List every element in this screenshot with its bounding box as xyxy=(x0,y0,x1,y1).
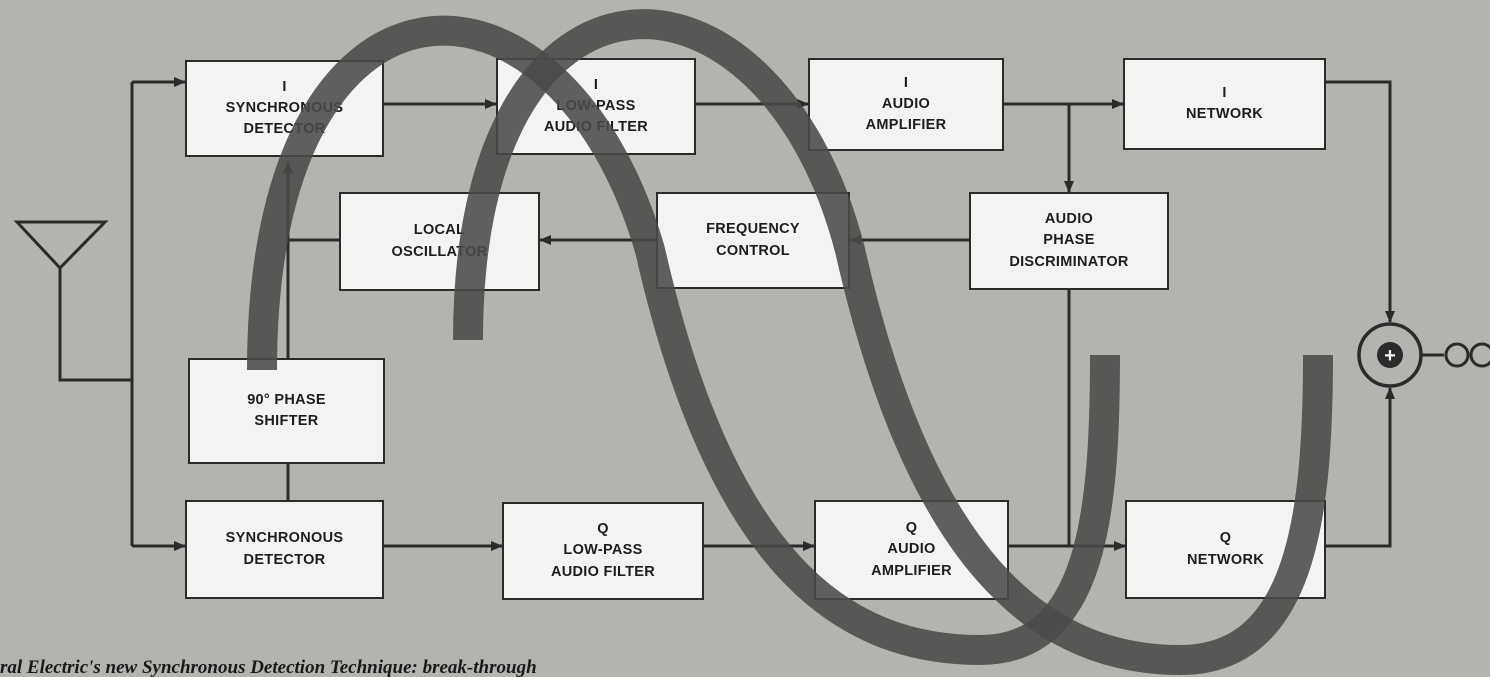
q-audio-amp-line-1: Q xyxy=(905,520,918,537)
i-sync-detector-line-1: I xyxy=(282,78,287,95)
q-lowpass-filter-line-2: LOW-PASS xyxy=(563,542,643,559)
q-network-line-1: Q xyxy=(1219,530,1232,547)
q-lowpass-filter-block: Q LOW-PASS AUDIO FILTER xyxy=(502,502,704,600)
discriminator-line-1: AUDIO xyxy=(1044,211,1094,228)
i-audio-amp-line-2: AUDIO xyxy=(881,95,931,112)
i-lowpass-filter-block: I LOW-PASS AUDIO FILTER xyxy=(496,58,696,155)
i-lowpass-filter-line-1: I xyxy=(593,76,599,93)
i-network-line-1: I xyxy=(1222,84,1227,101)
q-network-block: Q NETWORK xyxy=(1125,500,1326,599)
i-sync-detector-line-3: DETECTOR xyxy=(243,121,326,137)
q-sync-detector-line-1: SYNCHRONOUS xyxy=(225,530,344,547)
discriminator-line-2: PHASE xyxy=(1043,232,1095,249)
q-network-line-2: NETWORK xyxy=(1186,551,1264,568)
i-synchronous-detector-block: I SYNCHRONOUS DETECTOR xyxy=(185,60,384,157)
figure-caption: ral Electric's new Synchronous Detection… xyxy=(0,657,537,677)
q-synchronous-detector-block: SYNCHRONOUS DETECTOR xyxy=(185,500,384,599)
q-audio-amp-line-2: AUDIO xyxy=(887,541,936,558)
i-network-block: I NETWORK xyxy=(1123,58,1326,150)
frequency-control-line-1: FREQUENCY xyxy=(706,221,800,238)
i-audio-amplifier-block: I AUDIO AMPLIFIER xyxy=(808,58,1004,151)
summing-junction-symbol: + xyxy=(1384,345,1396,367)
local-oscillator-line-2: OSCILLATOR xyxy=(391,243,488,260)
i-network-line-2: NETWORK xyxy=(1185,106,1263,122)
phase-shifter-block: 90° PHASE SHIFTER xyxy=(188,358,385,464)
wire-i-network-to-sum xyxy=(1326,80,1395,323)
summing-junction: + xyxy=(1357,322,1423,388)
phase-shifter-line-1: 90° PHASE xyxy=(247,391,326,408)
local-oscillator-block: LOCAL OSCILLATOR xyxy=(339,192,540,291)
frequency-control-block: FREQUENCY CONTROL xyxy=(656,192,850,289)
q-lowpass-filter-line-3: AUDIO FILTER xyxy=(550,563,656,580)
i-audio-amp-line-3: AMPLIFIER xyxy=(865,117,947,133)
i-lowpass-filter-line-2: LOW-PASS xyxy=(556,97,636,114)
output-terminal-icon xyxy=(1421,342,1490,368)
local-oscillator-line-1: LOCAL xyxy=(413,222,466,239)
wire-q-network-to-sum xyxy=(1326,387,1395,548)
q-lowpass-filter-line-1: Q xyxy=(597,521,609,538)
audio-phase-discriminator-block: AUDIO PHASE DISCRIMINATOR xyxy=(969,192,1169,290)
q-audio-amp-line-3: AMPLIFIER xyxy=(871,562,952,579)
q-sync-detector-line-2: DETECTOR xyxy=(243,551,326,568)
phase-shifter-line-2: SHIFTER xyxy=(254,413,319,429)
discriminator-line-3: DISCRIMINATOR xyxy=(1009,253,1129,270)
q-audio-amplifier-block: Q AUDIO AMPLIFIER xyxy=(814,500,1009,600)
antenna-icon xyxy=(13,220,132,382)
frequency-control-line-2: CONTROL xyxy=(716,242,790,259)
i-audio-amp-line-1: I xyxy=(903,74,909,91)
i-sync-detector-line-2: SYNCHRONOUS xyxy=(225,99,344,116)
i-lowpass-filter-line-3: AUDIO FILTER xyxy=(543,119,649,135)
